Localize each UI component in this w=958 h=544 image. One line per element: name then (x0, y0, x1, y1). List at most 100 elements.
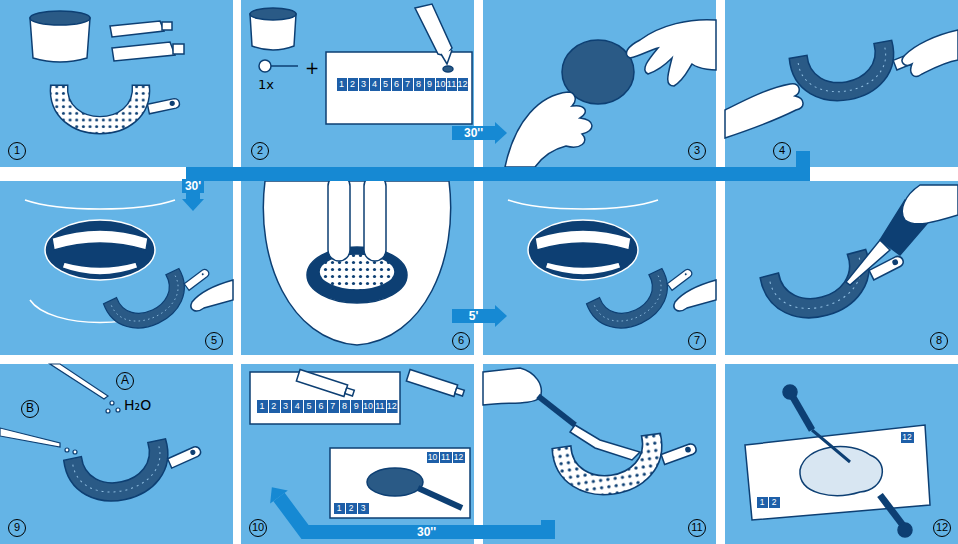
insertion-panel (263, 175, 450, 345)
step-number: 9 (8, 519, 26, 537)
materials-panel (30, 11, 184, 134)
mixing-pad-panel (880, 495, 905, 528)
scale-number: 1 (336, 78, 347, 91)
mixing-pad-panel (812, 430, 850, 462)
scale-number: 9 (350, 400, 362, 413)
trimming-panel (760, 241, 912, 330)
insertion-panel (307, 247, 407, 303)
applying-panel (538, 396, 575, 425)
arrow-band (193, 151, 803, 199)
scale-number: 5 (303, 400, 315, 413)
step-panel: 10 (241, 364, 474, 544)
step-number: 1 (8, 142, 26, 160)
step-panel: 9 (0, 364, 233, 544)
rinsing-panel (0, 428, 60, 447)
dose-label: 1x (258, 77, 286, 93)
kneading-panel (505, 92, 592, 167)
nozzle-label: A (116, 372, 134, 390)
arrow-band (452, 126, 495, 140)
step-panel: 7 (483, 181, 716, 355)
dosing-panel (326, 52, 472, 124)
scale-number: 1 (333, 503, 345, 514)
dosing-panel (336, 78, 468, 91)
step-number: 7 (688, 332, 706, 350)
dosing-panel (415, 4, 452, 56)
trimming-panel (846, 240, 890, 285)
scale-number: 6 (391, 78, 402, 91)
mouth-panel (191, 280, 233, 311)
loading-panel (902, 30, 958, 76)
arrow-head (182, 199, 204, 211)
scale-number: 7 (327, 400, 339, 413)
applying-panel (483, 368, 541, 405)
step-panel: 1 (0, 0, 233, 167)
mixing-panel (367, 468, 423, 496)
mixing-pad-panel (745, 385, 930, 537)
step-panel: 3 (483, 0, 716, 167)
scale-number: 7 (402, 78, 413, 91)
mouth-panel (45, 220, 155, 280)
dosing-panel (259, 60, 271, 72)
scale-number: 5 (380, 78, 391, 91)
arrow-head (495, 305, 507, 327)
scale-number: 2 (268, 400, 280, 413)
time-label: 5' (466, 309, 482, 323)
applying-panel (483, 368, 701, 502)
panel-grounds (725, 0, 958, 167)
materials-panel (50, 85, 179, 133)
scale-number: 4 (369, 78, 380, 91)
panel-grounds (483, 181, 716, 355)
insertion-panel (364, 175, 386, 261)
materials-panel (162, 22, 172, 30)
step-number: 12 (933, 519, 951, 537)
rinsing-panel (65, 448, 69, 452)
scale-number: 11 (374, 400, 386, 413)
mouth-panel (62, 262, 138, 275)
removal-panel (674, 280, 716, 311)
panel-grounds (725, 181, 958, 355)
step-number: 10 (249, 519, 267, 537)
mixing-pad-panel (898, 523, 912, 537)
loading-panel (725, 84, 803, 138)
mixing-pad-panel (783, 385, 797, 399)
scale-number: 10 (362, 400, 374, 413)
materials-panel (30, 11, 90, 25)
mixing-panel (330, 448, 470, 518)
time-arrow (182, 151, 803, 211)
panel-grounds (725, 364, 958, 544)
insertion-panel (319, 254, 395, 290)
mixing-pad-panel (745, 425, 930, 520)
rinsing-panel (106, 409, 110, 413)
removal-panel (535, 230, 631, 250)
panel-grounds (241, 0, 474, 167)
mixing-pad-panel (900, 432, 914, 443)
scale-number: 12 (452, 452, 465, 463)
step-number: 3 (688, 142, 706, 160)
dosing-panel (271, 65, 298, 67)
scale-number: 6 (315, 400, 327, 413)
insertion-panel (263, 181, 450, 345)
materials-panel (112, 42, 175, 61)
trimming-panel (760, 185, 958, 330)
rinsing-panel (73, 450, 77, 454)
scale-number: 12 (457, 78, 468, 91)
applying-panel (552, 429, 701, 502)
scale-number: 12 (900, 432, 914, 443)
dosing-panel (250, 4, 472, 124)
panel-grounds (483, 0, 716, 167)
panel-grounds (483, 364, 716, 544)
step-number: 2 (251, 142, 269, 160)
rinsing-panel (110, 401, 114, 405)
scale-number: 9 (424, 78, 435, 91)
applying-panel (570, 425, 640, 460)
mixing-panel (333, 503, 369, 514)
step-number: 4 (773, 142, 791, 160)
scale-number: 8 (413, 78, 424, 91)
rinsing-panel (0, 364, 207, 510)
scale-number: 2 (345, 503, 357, 514)
removal-panel (528, 220, 638, 280)
mixing-panel (418, 488, 462, 508)
